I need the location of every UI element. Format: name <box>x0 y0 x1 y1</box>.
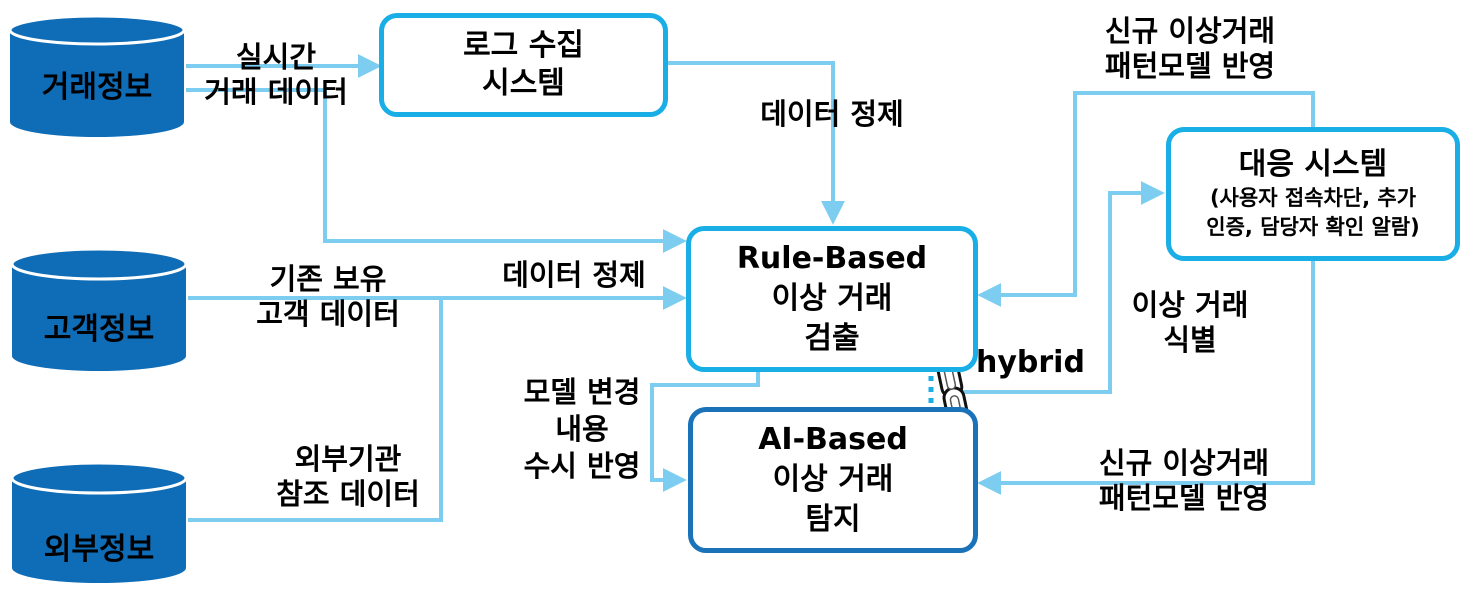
db-external-label: 외부정보 <box>43 532 155 567</box>
label-data-refine-2: 데이터 정제 <box>474 258 674 293</box>
arrow-rule-to-ai <box>650 372 760 492</box>
response-system-box: 대응 시스템 (사용자 접속차단, 추가 인증, 담당자 확인 알람) <box>1166 127 1460 261</box>
ai-box-line-2: 이상 거래 <box>772 462 894 497</box>
label-refine1-line-1: 데이터 정제 <box>760 97 904 131</box>
label-pattern-top-line-2: 패턴모델 반영 <box>1104 49 1276 83</box>
database-icon <box>8 14 186 137</box>
label-identify-line-2: 식별 <box>1163 323 1217 357</box>
label-pattern-top-line-1: 신규 이상거래 <box>1104 14 1276 48</box>
label-identify-line-1: 이상 거래 <box>1131 288 1249 322</box>
label-pattern-top: 신규 이상거래 패턴모델 반영 <box>1070 14 1310 84</box>
label-customer-line-1: 기존 보유 <box>269 262 387 296</box>
response-box-sub-2: 인증, 담당자 확인 알람) <box>1206 215 1420 239</box>
rule-box-line-2: 이상 거래 <box>771 281 893 316</box>
label-refine2-line-1: 데이터 정제 <box>502 258 646 292</box>
label-model-change: 모델 변경 내용 수시 반영 <box>502 374 662 485</box>
ai-box-line-3: 탐지 <box>805 502 861 537</box>
db-customers: 고객정보 <box>10 246 188 374</box>
arrow-log-to-rule <box>668 61 845 225</box>
label-realtime-line-2: 거래 데이터 <box>204 75 348 109</box>
response-box-title: 대응 시스템 <box>1238 147 1388 182</box>
log-box-line-2: 시스템 <box>482 66 565 101</box>
response-box-sub-1: (사용자 접속차단, 추가 <box>1209 186 1417 210</box>
rule-based-box: Rule-Based 이상 거래 검출 <box>686 226 978 372</box>
db-transactions: 거래정보 <box>8 14 186 139</box>
label-realtime-line-1: 실시간 <box>235 40 317 74</box>
db-customers-label: 고객정보 <box>43 312 155 347</box>
database-icon <box>10 247 188 371</box>
arrow-external-join <box>188 298 443 522</box>
arrow-response-to-ai <box>977 261 1315 495</box>
label-model-change-line-3: 수시 반영 <box>523 449 641 483</box>
arrow-response-to-rule <box>977 91 1315 307</box>
label-data-refine-1: 데이터 정제 <box>732 97 932 132</box>
label-external-line-1: 외부기관 <box>294 442 402 476</box>
arrow-transactions-to-rule <box>186 88 687 253</box>
label-model-change-line-1: 모델 변경 <box>523 375 641 409</box>
db-transactions-label: 거래정보 <box>41 70 153 105</box>
rule-box-line-1: Rule-Based <box>736 241 928 276</box>
database-icon <box>10 461 188 583</box>
label-hybrid-text: hybrid <box>976 345 1085 380</box>
db-external: 외부정보 <box>10 460 188 586</box>
label-external-data: 외부기관 참조 데이터 <box>248 442 448 512</box>
label-anomaly-identify: 이상 거래 식별 <box>1105 288 1275 358</box>
log-box-line-1: 로그 수집 <box>463 28 584 63</box>
label-realtime-data: 실시간 거래 데이터 <box>186 40 366 110</box>
label-hybrid: hybrid <box>976 345 1106 380</box>
label-customer-line-2: 고객 데이터 <box>256 297 400 331</box>
arrow-hybrid-to-response <box>960 181 1165 394</box>
label-external-line-2: 참조 데이터 <box>276 477 420 511</box>
label-customer-data: 기존 보유 고객 데이터 <box>228 262 428 332</box>
label-pattern-bottom-line-2: 패턴모델 반영 <box>1098 481 1270 515</box>
log-collection-box: 로그 수집 시스템 <box>379 13 668 117</box>
ai-based-box: AI-Based 이상 거래 탐지 <box>688 407 978 553</box>
ai-box-line-1: AI-Based <box>758 422 908 457</box>
label-model-change-line-2: 내용 <box>555 412 609 446</box>
rule-box-line-3: 검출 <box>804 321 860 356</box>
label-pattern-bottom-line-1: 신규 이상거래 <box>1098 446 1270 480</box>
label-pattern-bottom: 신규 이상거래 패턴모델 반영 <box>1064 446 1304 516</box>
